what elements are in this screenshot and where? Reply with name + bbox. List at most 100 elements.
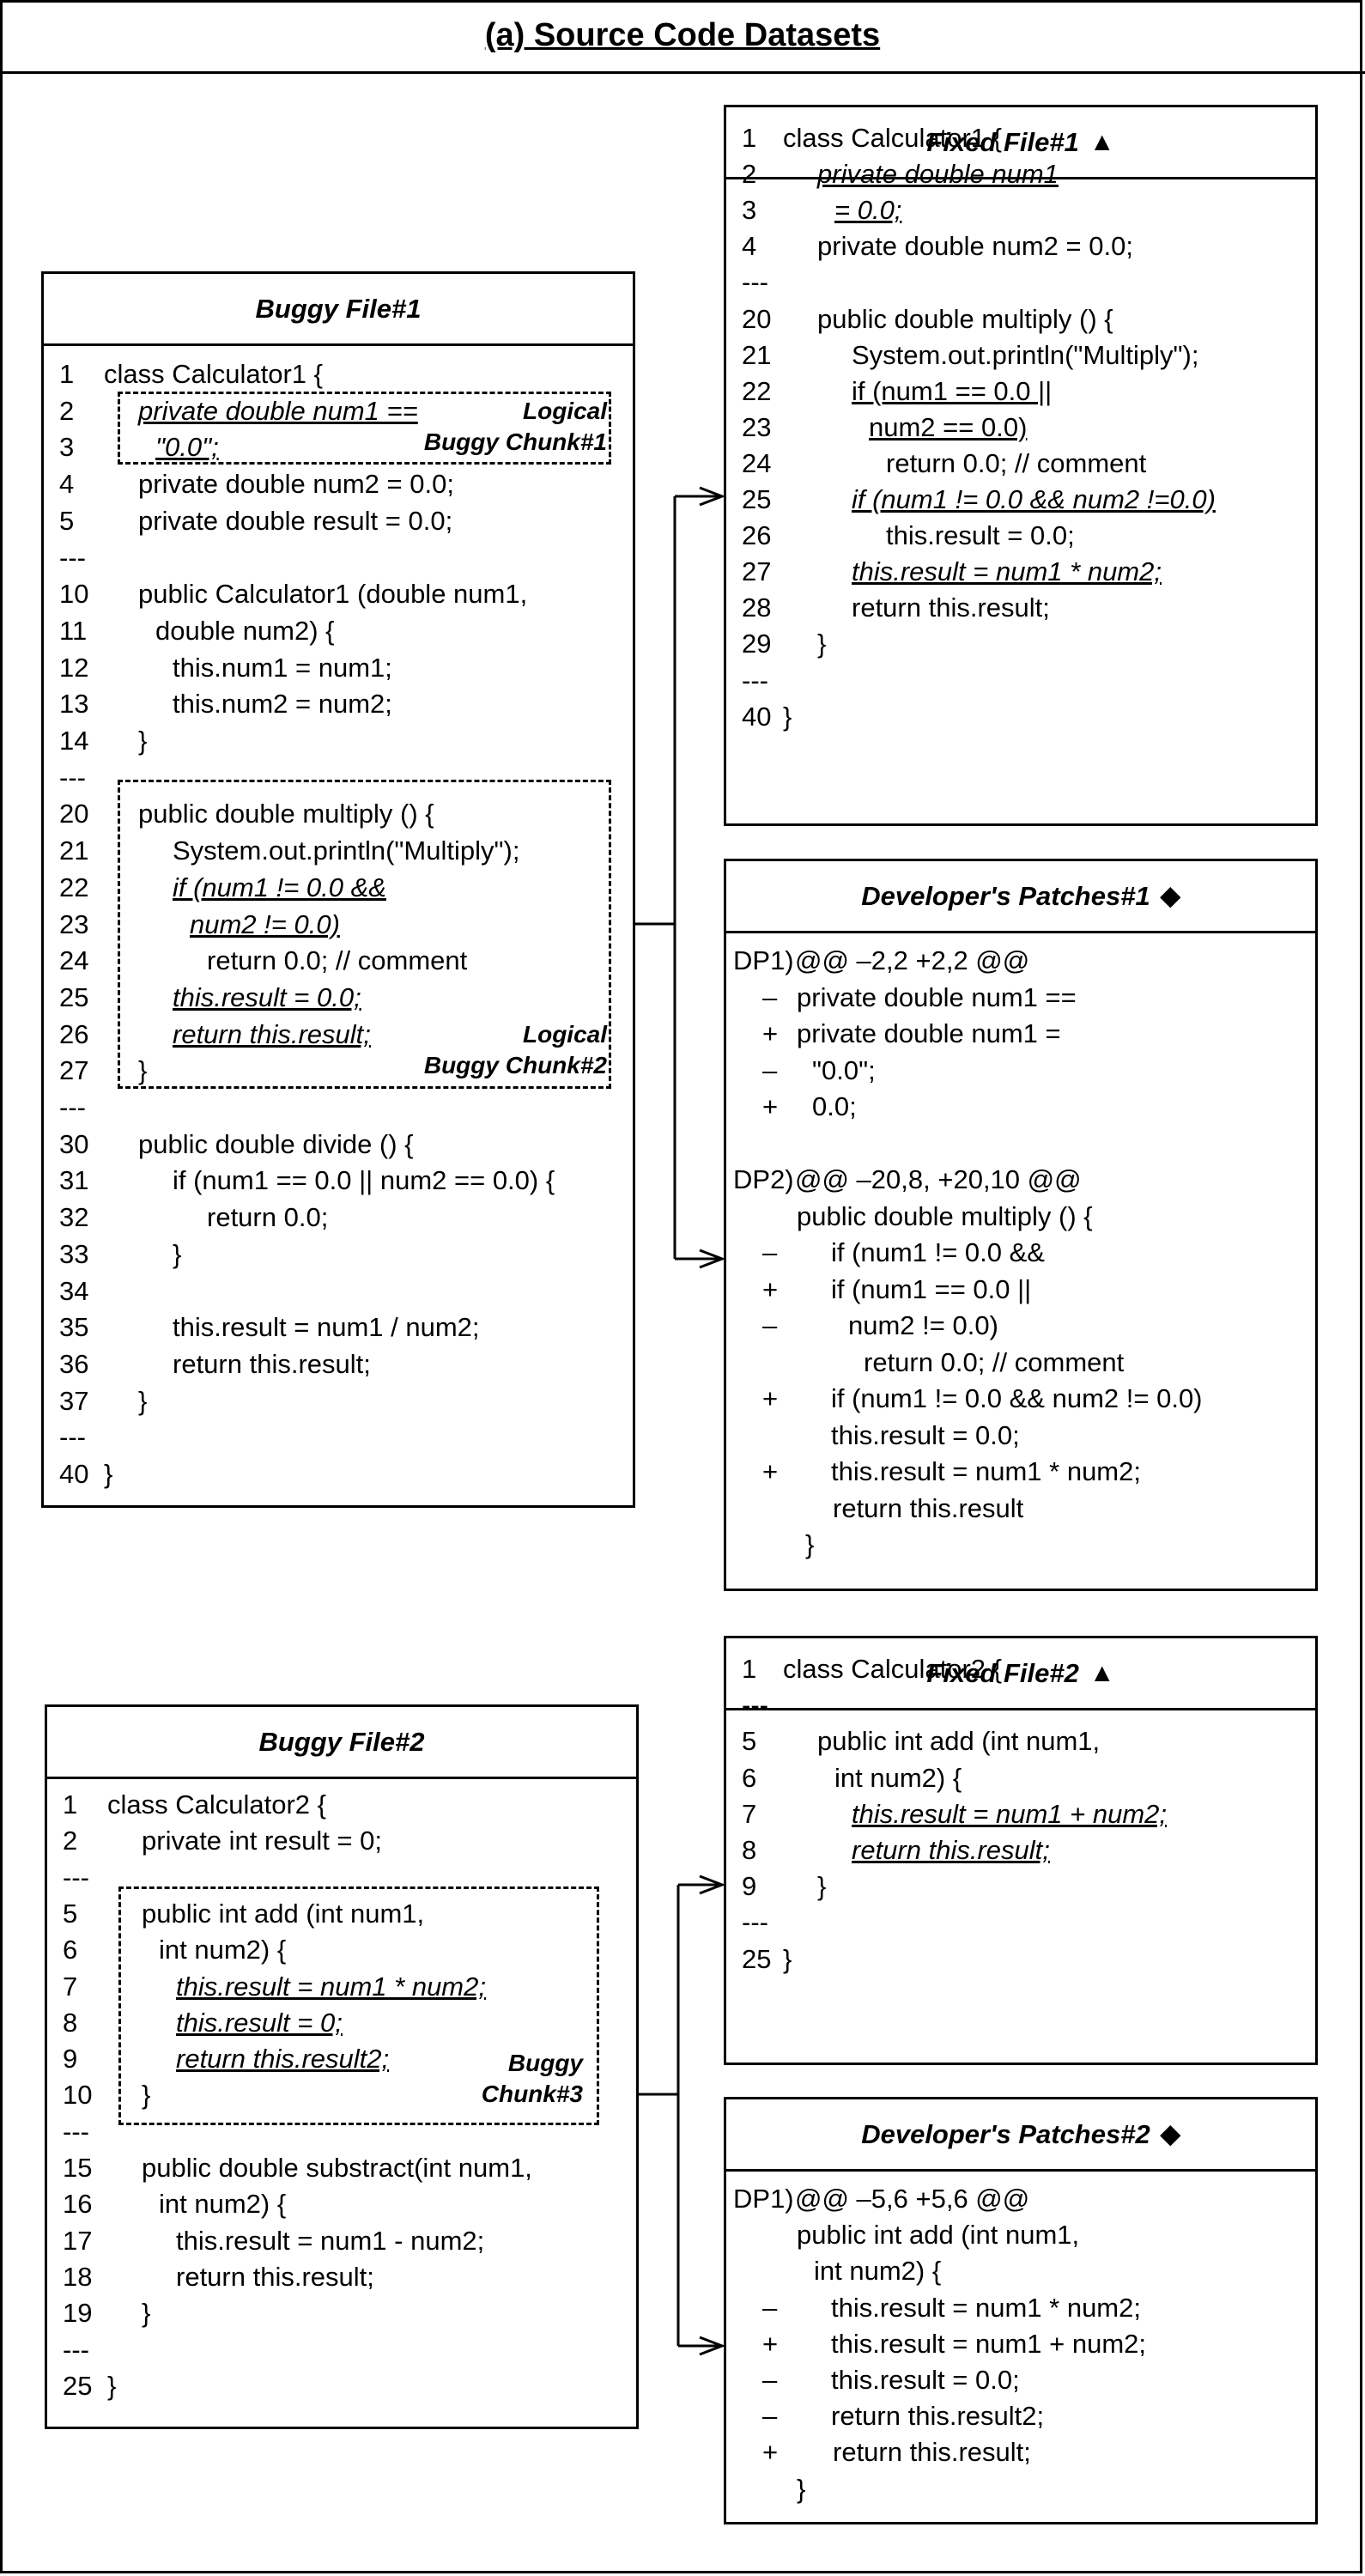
line-number: 18 — [63, 2261, 93, 2292]
line-number: 36 — [59, 1348, 89, 1379]
line-number: 19 — [63, 2298, 93, 2329]
line-number: --- — [63, 2116, 89, 2147]
code-line: public double divide () { — [138, 1128, 414, 1159]
changed-code-line: return this.result; — [173, 1018, 371, 1049]
buggy-file-1-header: Buggy File#1 — [44, 274, 633, 346]
line-number: 2 — [63, 1826, 78, 1856]
code-line: return 0.0; // comment — [886, 447, 1147, 478]
line-number: 27 — [59, 1055, 89, 1086]
context-line: int num2) { — [814, 2256, 942, 2287]
changed-code-line: if (num1 != 0.0 && num2 !=0.0) — [852, 484, 1216, 514]
code-line: } — [138, 726, 148, 756]
fixed-file-1-header: Fixed File#1 ▲ — [726, 107, 1315, 179]
added-line: if (num1 != 0.0 && num2 != 0.0) — [831, 1383, 1203, 1413]
developer-patches-2-header: Developer's Patches#2 ◆ — [726, 2099, 1315, 2172]
code-line: class Calculator2 { — [783, 1654, 1003, 1684]
developer-patches-2-box: Developer's Patches#2 ◆ DP1)@@ –5,6 +5,6… — [724, 2097, 1318, 2524]
line-number: 4 — [742, 231, 757, 262]
line-number: 25 — [59, 981, 89, 1012]
code-line: public double multiply () { — [817, 303, 1113, 334]
title-bar: (a) Source Code Datasets — [0, 0, 1365, 74]
line-number: 17 — [63, 2225, 93, 2256]
changed-code-line: if (num1 == 0.0 || — [852, 375, 1053, 406]
line-number: 8 — [63, 2007, 78, 2038]
code-line: private double num2 = 0.0; — [817, 231, 1133, 262]
added-line: this.result = num1 + num2; — [831, 2328, 1147, 2359]
line-number: 9 — [742, 1871, 757, 1902]
triangle-icon: ▲ — [1089, 1658, 1115, 1687]
buggy-file-1-box: Buggy File#1 Logical Buggy Chunk#1 Logic… — [41, 271, 635, 1508]
line-number: 16 — [63, 2189, 93, 2220]
line-number: 25 — [742, 1943, 772, 1974]
changed-code-line: if (num1 != 0.0 && — [173, 872, 386, 902]
code-line: System.out.println("Multiply"); — [173, 835, 520, 866]
removed-line: this.result = 0.0; — [831, 2365, 1020, 2395]
line-number: 6 — [63, 1935, 78, 1965]
removed-line: if (num1 != 0.0 && — [831, 1237, 1045, 1267]
line-number: --- — [742, 1907, 768, 1938]
line-number: 22 — [59, 872, 89, 902]
buggy-chunk-3 — [118, 1886, 599, 2125]
line-number: 8 — [742, 1835, 757, 1865]
changed-code-line: "0.0"; — [155, 432, 219, 463]
code-line: } — [142, 2080, 151, 2111]
changed-code-line: private double num1 == — [138, 395, 418, 426]
line-number: --- — [63, 1862, 89, 1893]
added-marker: + — [762, 1273, 779, 1304]
line-number: 20 — [742, 303, 772, 334]
line-number: 1 — [742, 123, 757, 153]
code-line: } — [138, 1385, 148, 1416]
line-number: 23 — [742, 411, 772, 442]
line-number: 3 — [59, 432, 75, 463]
patch-id: DP1) — [733, 945, 794, 975]
line-number: 9 — [63, 2044, 78, 2075]
hunk-header: @@ –20,8, +20,10 @@ — [795, 1164, 1082, 1194]
code-line: return 0.0; — [207, 1202, 329, 1233]
line-number: 25 — [63, 2370, 93, 2401]
removed-line: this.result = num1 * num2; — [831, 2292, 1141, 2323]
diamond-icon: ◆ — [1160, 882, 1180, 910]
code-line: public double substract(int num1, — [142, 2153, 532, 2183]
line-number: 40 — [59, 1459, 89, 1489]
patch-id: DP2) — [733, 1164, 794, 1194]
line-number: --- — [63, 2334, 89, 2365]
code-line: this.result = 0.0; — [886, 520, 1075, 551]
added-marker: + — [762, 1383, 779, 1413]
code-line: } — [783, 1943, 792, 1974]
line-number: 12 — [59, 652, 89, 683]
line-number: --- — [59, 542, 86, 573]
removed-line: return this.result2; — [831, 2401, 1045, 2432]
code-line: } — [817, 1871, 827, 1902]
changed-code-line: = 0.0; — [834, 195, 902, 226]
line-number: 4 — [59, 469, 75, 500]
changed-code-line: num2 == 0.0) — [869, 411, 1028, 442]
diamond-icon: ◆ — [1160, 2120, 1180, 2148]
line-number: 21 — [59, 835, 89, 866]
line-number: 23 — [59, 908, 89, 939]
code-line: System.out.println("Multiply"); — [852, 339, 1199, 370]
line-number: 1 — [63, 1789, 78, 1820]
buggy-file-2-header: Buggy File#2 — [47, 1707, 636, 1779]
code-line: private double result = 0.0; — [138, 505, 453, 536]
added-marker: + — [762, 2328, 779, 2359]
added-marker: + — [762, 2437, 779, 2468]
line-number: 30 — [59, 1128, 89, 1159]
line-number: 5 — [59, 505, 75, 536]
removed-marker: – — [762, 1237, 778, 1267]
code-line: return this.result; — [176, 2261, 374, 2292]
hunk-header: @@ –2,2 +2,2 @@ — [795, 945, 1030, 975]
triangle-icon: ▲ — [1089, 127, 1115, 156]
code-line: this.num1 = num1; — [173, 652, 392, 683]
code-line: int num2) { — [834, 1762, 962, 1793]
buggy-chunk-1-label: Logical Buggy Chunk#1 — [423, 398, 607, 456]
removed-line: private double num1 == — [797, 981, 1077, 1012]
line-number: 29 — [742, 629, 772, 659]
context-line: return 0.0; // comment — [864, 1346, 1125, 1377]
line-number: 14 — [59, 726, 89, 756]
line-number: 24 — [742, 447, 772, 478]
line-number: --- — [59, 1092, 86, 1122]
line-number: 15 — [63, 2153, 93, 2183]
